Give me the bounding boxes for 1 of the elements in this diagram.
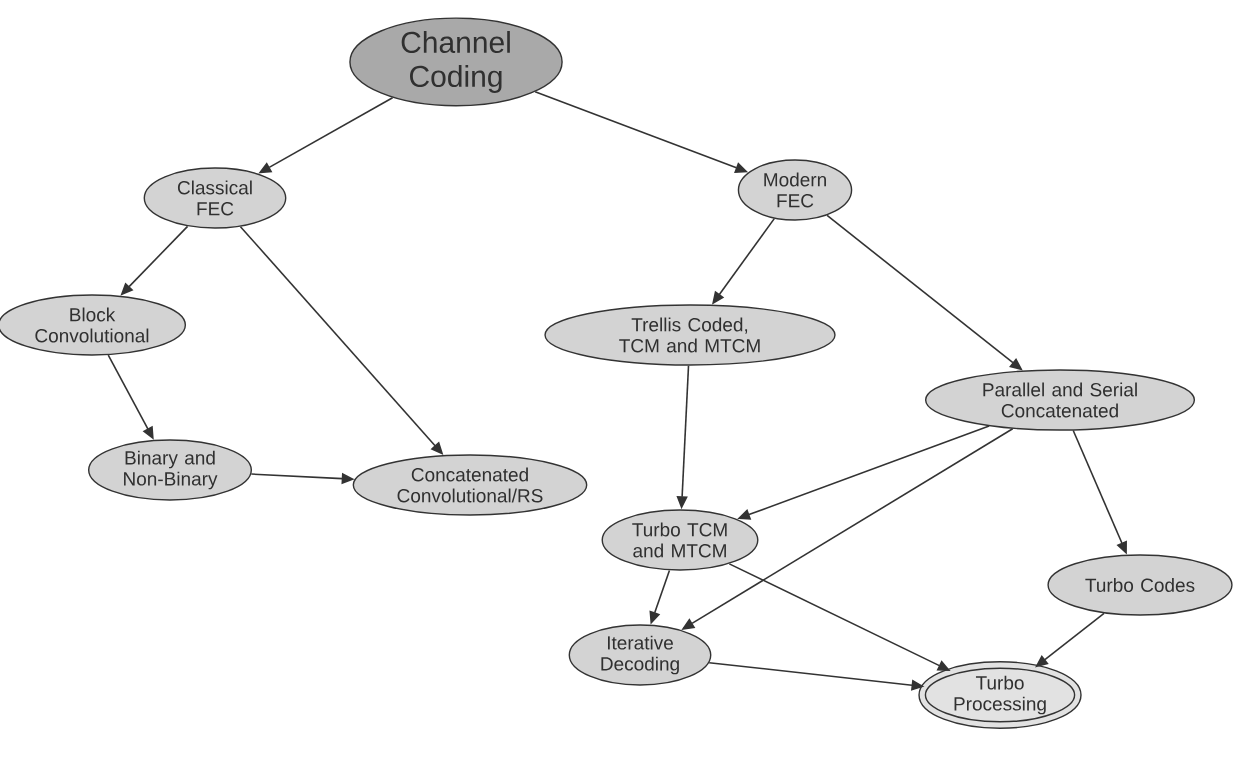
arrow — [1035, 612, 1105, 668]
